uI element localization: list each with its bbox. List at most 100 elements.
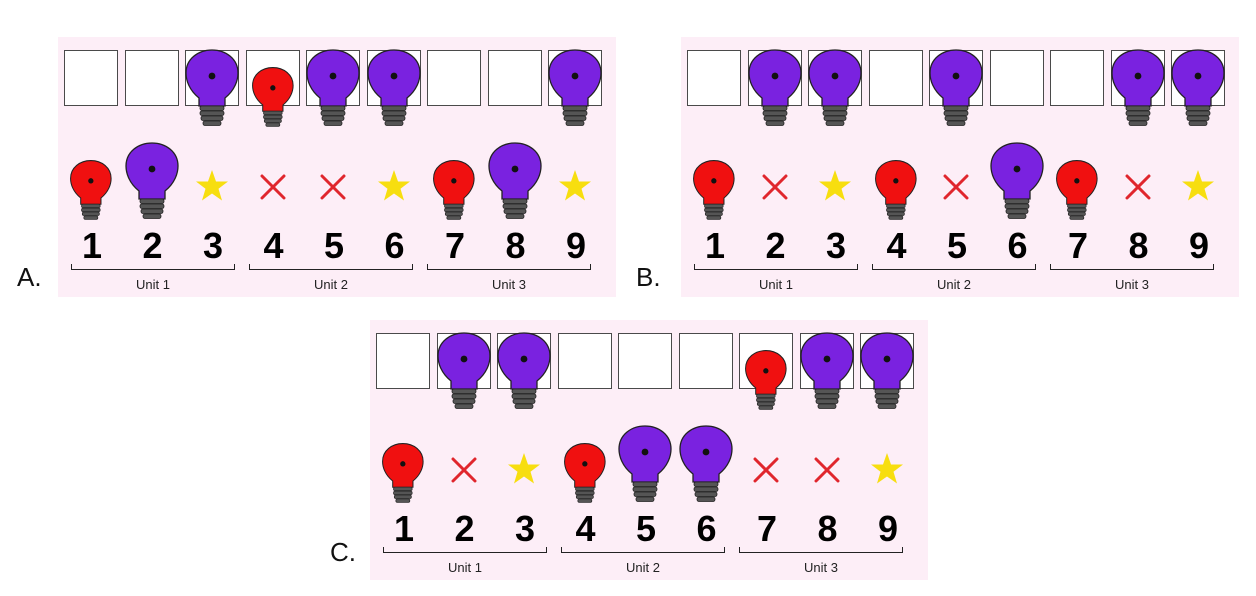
red-bulb-icon	[693, 160, 735, 220]
trial-mark	[1125, 174, 1151, 205]
trial-mark	[1055, 159, 1099, 228]
slot-bulb	[744, 349, 788, 418]
position-number: 5	[635, 508, 657, 549]
unit-bracket	[694, 264, 858, 270]
position-number: 8	[817, 508, 838, 549]
purple-bulb-icon	[366, 49, 421, 126]
unit-label: Unit 1	[136, 277, 170, 292]
position-number: 1	[81, 225, 103, 266]
slot-bulb	[799, 331, 855, 418]
purple-bulb-icon	[548, 49, 602, 126]
purple-bulb-icon	[808, 49, 862, 126]
slot-box	[678, 333, 733, 389]
purple-bulb-icon	[860, 332, 914, 409]
unit-bracket	[71, 264, 235, 270]
trial-mark	[377, 169, 411, 208]
trial-mark	[563, 442, 607, 511]
slot-box	[687, 50, 741, 106]
position-number: 2	[765, 225, 786, 266]
position-number: 3	[202, 225, 224, 266]
slot-bulb	[1110, 48, 1166, 135]
position-number: 6	[696, 508, 717, 549]
cross-icon	[320, 174, 346, 200]
unit-bracket	[561, 547, 725, 553]
slot-bulb	[1170, 48, 1226, 135]
purple-bulb-icon	[929, 49, 983, 126]
purple-bulb-icon	[185, 49, 239, 126]
cross-icon	[260, 174, 285, 200]
slot-bulb	[184, 48, 240, 135]
trial-mark	[381, 442, 425, 511]
red-bulb-icon	[382, 443, 424, 503]
slot-box	[1050, 50, 1104, 106]
slot-box	[376, 333, 430, 389]
slot-box	[124, 50, 179, 106]
unit-bracket	[249, 264, 413, 270]
slot-bulb	[928, 48, 984, 135]
panel-a-label: A.	[17, 262, 42, 292]
position-number: 7	[756, 508, 778, 549]
position-number: 3	[514, 508, 536, 549]
position-number: 5	[323, 225, 345, 266]
trial-mark	[989, 141, 1045, 228]
trial-mark	[814, 457, 840, 488]
red-bulb-icon	[1056, 160, 1098, 220]
unit-bracket	[1050, 264, 1214, 270]
red-bulb-icon	[745, 350, 787, 410]
star-icon	[871, 453, 903, 484]
cross-icon	[1125, 174, 1150, 200]
slot-bulb	[305, 48, 361, 135]
purple-bulb-icon	[306, 49, 360, 126]
unit-label: Unit 2	[937, 277, 971, 292]
slot-bulb	[747, 48, 803, 135]
cross-icon	[451, 457, 476, 483]
slot-bulb	[807, 48, 863, 135]
cross-icon	[814, 457, 839, 483]
purple-bulb-icon	[989, 142, 1044, 219]
unit-label: Unit 3	[492, 277, 526, 292]
star-icon	[196, 170, 228, 201]
unit-bracket	[427, 264, 591, 270]
position-number: 7	[444, 225, 466, 266]
position-number: 1	[704, 225, 726, 266]
red-bulb-icon	[433, 160, 475, 220]
trial-mark	[874, 159, 918, 228]
star-icon	[819, 170, 851, 201]
slot-bulb	[547, 48, 603, 135]
star-icon	[1182, 170, 1214, 201]
position-number: 4	[263, 225, 284, 266]
trial-mark	[692, 159, 736, 228]
slot-box	[64, 50, 118, 106]
position-number: 9	[1188, 225, 1210, 266]
position-number: 3	[825, 225, 847, 266]
position-number: 9	[565, 225, 587, 266]
position-number: 6	[1007, 225, 1028, 266]
trial-mark	[818, 169, 852, 208]
slot-bulb	[859, 331, 915, 418]
slot-box	[427, 50, 481, 106]
purple-bulb-icon	[1171, 49, 1225, 126]
red-bulb-icon	[251, 67, 294, 127]
trial-mark	[753, 457, 779, 488]
trial-mark	[762, 174, 788, 205]
star-icon	[559, 170, 591, 201]
unit-bracket	[383, 547, 547, 553]
star-icon	[508, 453, 540, 484]
unit-label: Unit 1	[448, 560, 482, 575]
trial-mark	[195, 169, 229, 208]
purple-bulb-icon	[436, 332, 491, 409]
panel-b-label: B.	[636, 262, 661, 292]
position-number: 4	[886, 225, 907, 266]
trial-mark	[320, 174, 346, 205]
unit-label: Unit 2	[314, 277, 348, 292]
panel-c-label: C.	[330, 537, 356, 567]
cross-icon	[762, 174, 787, 200]
purple-bulb-icon	[1110, 49, 1165, 126]
unit-label: Unit 3	[1115, 277, 1149, 292]
trial-mark	[451, 457, 477, 488]
purple-bulb-icon	[618, 425, 672, 502]
purple-bulb-icon	[487, 142, 542, 219]
trial-mark	[507, 452, 541, 491]
